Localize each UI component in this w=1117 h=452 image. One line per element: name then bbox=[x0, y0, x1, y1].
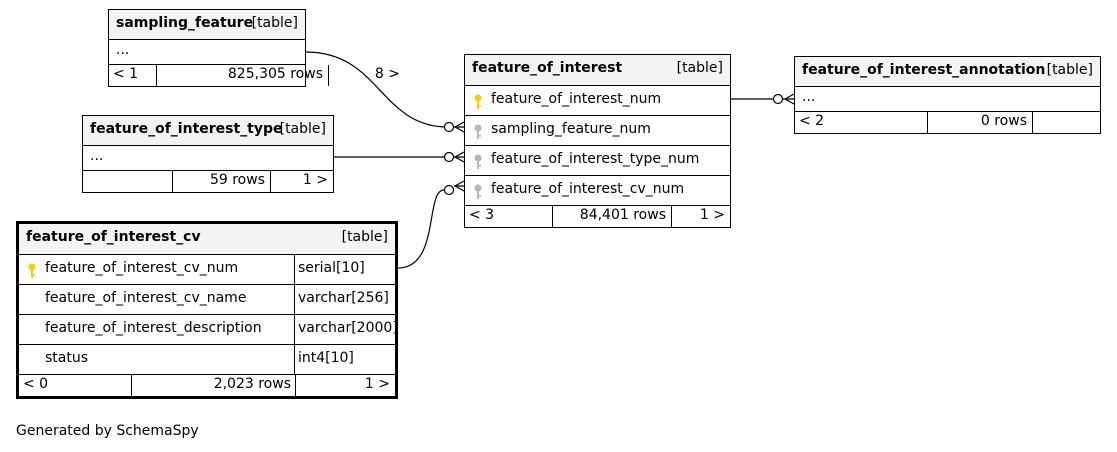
table-name: feature_of_interest_annotation bbox=[802, 62, 1046, 78]
column-row: sampling_feature_num bbox=[465, 116, 730, 146]
column-ellipsis: ... bbox=[116, 42, 130, 58]
column-row: feature_of_interest_cv_name varchar[256] bbox=[19, 285, 395, 315]
footer-parents: < 2 bbox=[799, 113, 825, 129]
footer-row-count: 84,401 rows bbox=[579, 207, 666, 223]
column-name: feature_of_interest_cv_num bbox=[491, 181, 685, 197]
column-row: feature_of_interest_cv_num bbox=[465, 176, 730, 206]
footer-row-count: 59 rows bbox=[209, 172, 265, 188]
foreign-key-icon bbox=[474, 154, 482, 169]
footer-children: 1 > bbox=[699, 207, 725, 223]
table-header: feature_of_interest [table] bbox=[465, 55, 730, 86]
column-name: feature_of_interest_type_num bbox=[491, 151, 700, 167]
table-feature-of-interest-cv[interactable]: feature_of_interest_cv [table] feature_o… bbox=[16, 221, 398, 399]
table-name: feature_of_interest_cv bbox=[26, 229, 201, 245]
footer-row-count: 2,023 rows bbox=[213, 376, 291, 392]
column-row: status int4[10] bbox=[19, 345, 395, 375]
table-name: feature_of_interest bbox=[472, 60, 623, 76]
table-kind: [table] bbox=[279, 121, 326, 137]
table-kind: [table] bbox=[676, 60, 723, 76]
table-header: feature_of_interest_cv [table] bbox=[19, 224, 395, 255]
column-type: int4[10] bbox=[298, 350, 354, 366]
footer-children: 1 > bbox=[302, 172, 328, 188]
table-sampling-feature[interactable]: sampling_feature [table] ... < 1 825,305… bbox=[108, 9, 400, 87]
table-footer: < 1 825,305 rows 8 > bbox=[109, 65, 400, 86]
column-row: ... bbox=[109, 40, 305, 65]
table-footer: 59 rows 1 > bbox=[83, 171, 333, 192]
footer-children: 1 > bbox=[364, 376, 390, 392]
table-kind: [table] bbox=[1046, 62, 1093, 78]
footer-row-count: 0 rows bbox=[980, 113, 1027, 129]
column-ellipsis: ... bbox=[802, 89, 816, 105]
generated-by-label: Generated by SchemaSpy bbox=[16, 423, 199, 439]
foreign-key-icon bbox=[474, 184, 482, 199]
column-type: varchar[2000] bbox=[298, 320, 398, 336]
column-name: feature_of_interest_cv_name bbox=[45, 290, 247, 306]
table-kind: [table] bbox=[341, 229, 388, 245]
footer-parents: < 0 bbox=[23, 376, 49, 392]
table-name: feature_of_interest_type bbox=[90, 121, 283, 137]
column-name: feature_of_interest_description bbox=[45, 320, 262, 336]
column-row: feature_of_interest_num bbox=[465, 86, 730, 116]
footer-parents: < 3 bbox=[469, 207, 495, 223]
column-name: status bbox=[45, 350, 89, 366]
table-header: sampling_feature [table] bbox=[109, 10, 305, 40]
foreign-key-icon bbox=[474, 124, 482, 139]
column-ellipsis: ... bbox=[90, 148, 104, 164]
table-footer: < 3 84,401 rows 1 > bbox=[465, 206, 730, 227]
table-header: feature_of_interest_annotation [table] bbox=[795, 57, 1100, 87]
column-row: feature_of_interest_cv_num serial[10] bbox=[19, 255, 395, 285]
footer-parents: < 1 bbox=[113, 66, 139, 82]
table-name: sampling_feature bbox=[116, 15, 254, 31]
column-name: feature_of_interest_cv_num bbox=[45, 260, 239, 276]
table-feature-of-interest-type[interactable]: feature_of_interest_type [table] ... 59 … bbox=[82, 115, 334, 193]
table-header: feature_of_interest_type [table] bbox=[83, 116, 333, 146]
column-row: ... bbox=[795, 87, 1100, 112]
column-type: serial[10] bbox=[298, 260, 365, 276]
link-sampling-feature bbox=[305, 51, 449, 128]
table-feature-of-interest[interactable]: feature_of_interest [table] feature_of_i… bbox=[464, 54, 731, 228]
link-feature-of-interest-cv bbox=[397, 189, 445, 269]
column-row: feature_of_interest_type_num bbox=[465, 146, 730, 176]
column-row: ... bbox=[83, 146, 333, 171]
table-kind: [table] bbox=[251, 15, 298, 31]
footer-row-count: 825,305 rows bbox=[227, 66, 323, 82]
column-name: feature_of_interest_num bbox=[491, 91, 662, 107]
table-feature-of-interest-annotation[interactable]: feature_of_interest_annotation [table] .… bbox=[794, 56, 1101, 134]
column-row: feature_of_interest_description varchar[… bbox=[19, 315, 398, 345]
column-type: varchar[256] bbox=[298, 290, 389, 306]
footer-children: 8 > bbox=[374, 66, 400, 82]
table-footer: < 2 0 rows bbox=[795, 112, 1100, 133]
primary-key-icon bbox=[28, 263, 36, 278]
primary-key-icon bbox=[474, 94, 482, 109]
table-footer: < 0 2,023 rows 1 > bbox=[19, 375, 395, 396]
column-name: sampling_feature_num bbox=[491, 121, 651, 137]
